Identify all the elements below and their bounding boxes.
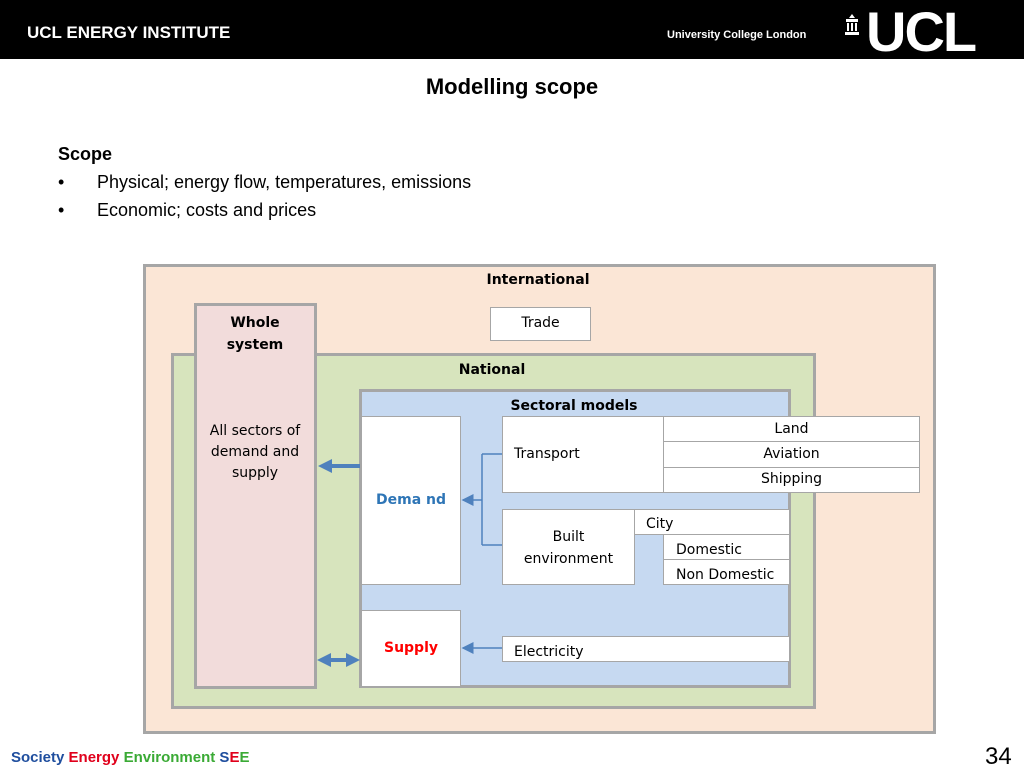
electricity-box [502, 636, 790, 662]
transport-box [502, 416, 664, 493]
bullet-text: Physical; energy flow, temperatures, emi… [97, 172, 472, 192]
footer-see: SEE [219, 749, 249, 766]
sectoral-models-label: Sectoral models [510, 398, 638, 414]
built-environment-label: Built environment [523, 529, 614, 567]
aviation-box [663, 441, 920, 468]
university-name: University College London [667, 29, 807, 41]
bullet-text: Economic; costs and prices [97, 200, 317, 220]
demand-bracket [481, 453, 502, 546]
institute-name: UCL ENERGY INSTITUTE [27, 23, 231, 42]
city-box [634, 509, 790, 535]
domestic-label: Domestic [676, 542, 742, 558]
whole-system-title: Whole system [226, 315, 284, 353]
footer-environment: Environment [123, 749, 216, 766]
national-label: National [458, 362, 526, 378]
bullet-icon: • [58, 200, 65, 220]
demand-to-whole-system-arrow [318, 459, 360, 473]
footer-society: Society [11, 749, 65, 766]
non-domestic-box [663, 559, 790, 585]
footer-energy: Energy [68, 749, 120, 766]
trade-box [490, 307, 591, 341]
footer-see-e2: E [239, 749, 250, 766]
supply-whole-system-double-arrow [317, 653, 360, 667]
demand-box [361, 416, 461, 585]
shipping-box [663, 467, 920, 493]
international-label: International [486, 272, 590, 288]
footer-tagline: Society Energy Environment SEE [11, 749, 249, 766]
footer-see-s: S [219, 749, 230, 766]
demand-label: Dema nd [375, 492, 446, 508]
whole-system-description: All sectors of demand and supply [209, 423, 301, 481]
page-number: 34 [985, 743, 1012, 770]
supply-box [361, 610, 461, 687]
shipping-label: Shipping [760, 471, 823, 487]
slide-title: Modelling scope [425, 74, 599, 99]
scope-heading: Scope [58, 144, 113, 164]
built-environment-box [502, 509, 635, 585]
whole-system-box [194, 303, 317, 689]
ucl-logo: UCL [866, 0, 977, 63]
trade-label: Trade [521, 315, 560, 331]
land-label: Land [774, 421, 809, 437]
bullet-icon: • [58, 172, 65, 192]
supply-label: Supply [383, 640, 439, 656]
non-domestic-label: Non Domestic [676, 567, 775, 583]
header-bar: UCL ENERGY INSTITUTE University College … [0, 0, 1024, 63]
portico-icon [845, 14, 859, 35]
footer-see-e1: E [229, 749, 240, 766]
transport-label: Transport [514, 446, 580, 462]
aviation-label: Aviation [763, 446, 820, 462]
electricity-label: Electricity [514, 644, 584, 660]
city-label: City [646, 516, 674, 532]
